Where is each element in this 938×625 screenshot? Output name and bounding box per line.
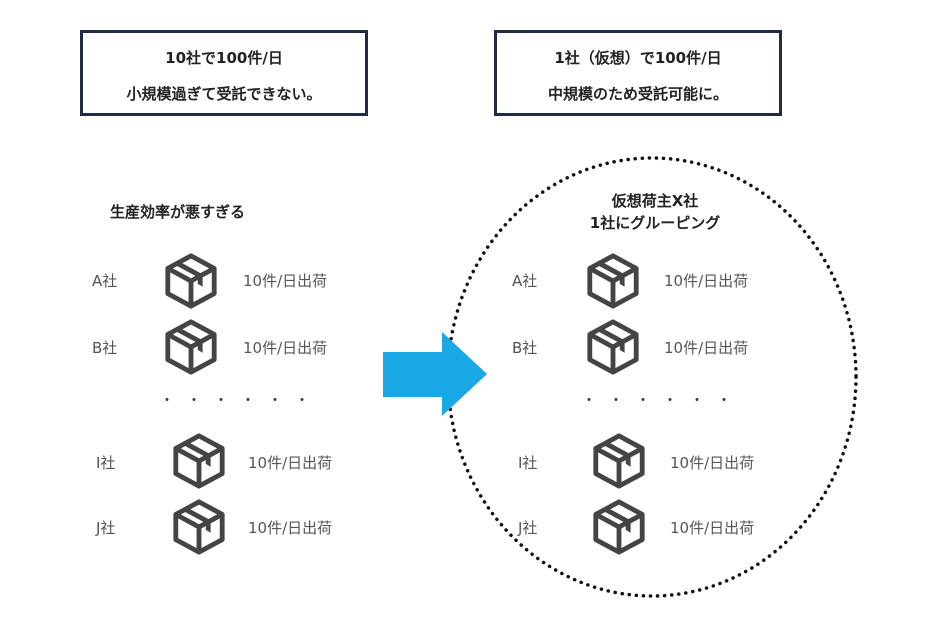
package-box-icon	[584, 252, 642, 310]
package-box-icon	[584, 318, 642, 376]
company-label: J社	[96, 519, 116, 537]
right-heading-line2: 1社にグルーピング	[589, 214, 721, 232]
left-callout-line2: 小規模過ぎて受託できない。	[126, 85, 322, 103]
company-label: I社	[96, 454, 116, 472]
package-box-icon	[170, 498, 228, 556]
right-heading-line1: 仮想荷主X社	[611, 192, 699, 210]
shipment-label: 10件/日出荷	[243, 339, 328, 357]
shipment-label: 10件/日出荷	[248, 519, 333, 537]
company-label: J社	[518, 519, 538, 537]
left-callout-box: 10社で100件/日 小規模過ぎて受託できない。	[80, 30, 368, 116]
shipment-label: 10件/日出荷	[670, 519, 755, 537]
package-box-icon	[162, 252, 220, 310]
package-box-icon	[590, 432, 648, 490]
company-label: A社	[92, 272, 118, 290]
package-box-icon	[162, 318, 220, 376]
company-label: A社	[512, 272, 538, 290]
right-callout-line1: 1社（仮想）で100件/日	[554, 49, 722, 67]
shipment-label: 10件/日出荷	[664, 339, 749, 357]
shipment-label: 10件/日出荷	[670, 454, 755, 472]
company-label: B社	[512, 339, 538, 357]
left-callout-line1: 10社で100件/日	[165, 49, 283, 67]
company-label: I社	[518, 454, 538, 472]
right-callout-box: 1社（仮想）で100件/日 中規模のため受託可能に。	[494, 30, 782, 116]
grouping-ellipse	[446, 156, 858, 598]
shipment-label: 10件/日出荷	[664, 272, 749, 290]
ellipsis: ・・・・・・	[582, 393, 744, 409]
ellipsis: ・・・・・・	[160, 393, 322, 409]
shipment-label: 10件/日出荷	[248, 454, 333, 472]
left-heading: 生産効率が悪すぎる	[110, 203, 246, 221]
package-box-icon	[170, 432, 228, 490]
right-arrow-icon	[383, 332, 487, 416]
package-box-icon	[590, 498, 648, 556]
company-label: B社	[92, 339, 118, 357]
right-callout-line2: 中規模のため受託可能に。	[547, 85, 728, 103]
shipment-label: 10件/日出荷	[243, 272, 328, 290]
